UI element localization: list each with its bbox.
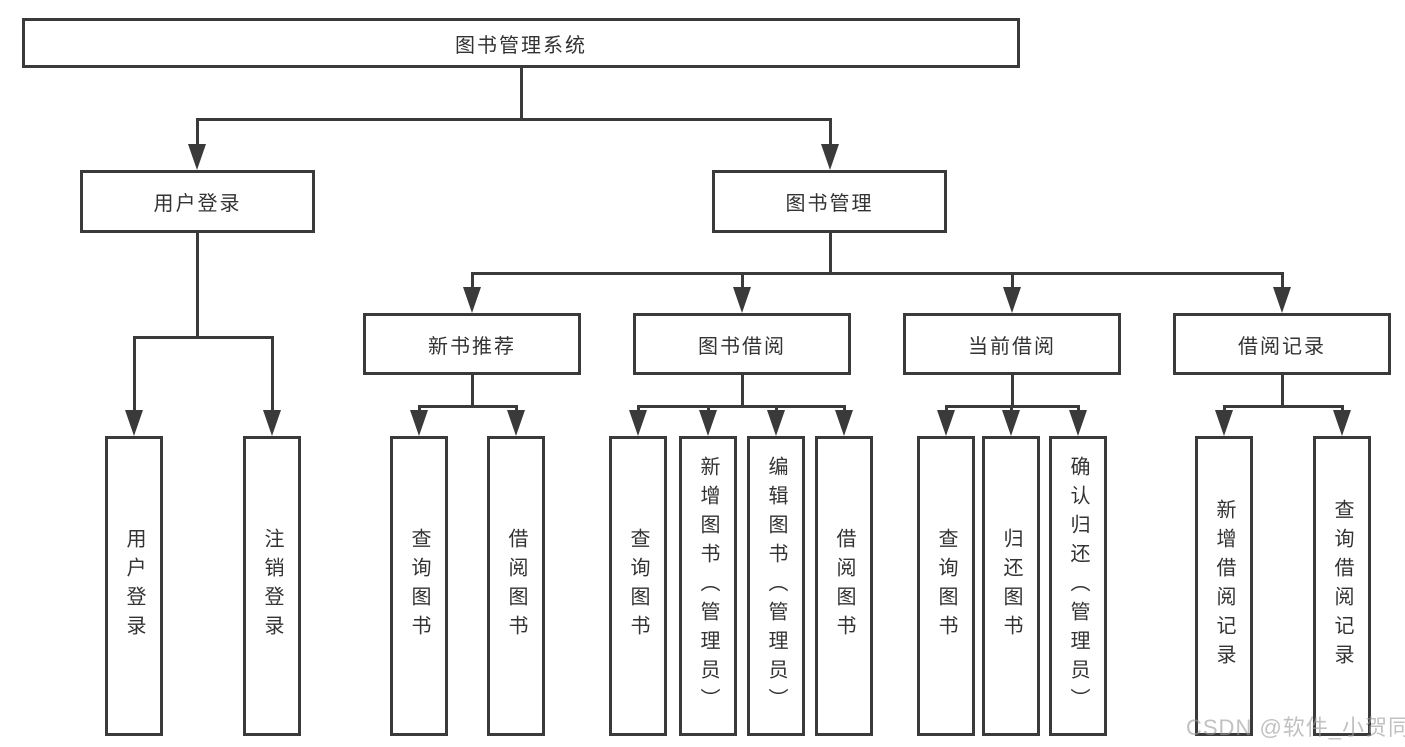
leaf-query-borrow-record: 查询借阅记录 [1313, 436, 1371, 736]
node-label: 查询借阅记录 [1331, 499, 1353, 673]
arrow-down-icon [821, 144, 839, 170]
node-library-management-system: 图书管理系统 [22, 18, 1020, 68]
connector-drop [1222, 405, 1226, 412]
node-label: 编辑图书（管理员） [765, 455, 787, 717]
connector-drop [132, 336, 136, 412]
arrow-down-icon [767, 410, 785, 436]
connector-drop [740, 272, 744, 289]
node-label: 新增图书（管理员） [697, 455, 719, 717]
connector-stem [519, 68, 523, 118]
arrow-down-icon [463, 287, 481, 313]
connector-drop [706, 405, 710, 412]
node-book-management: 图书管理 [712, 170, 947, 233]
leaf-return-books: 归还图书 [982, 436, 1040, 736]
arrow-down-icon [835, 410, 853, 436]
leaf-add-book-admin: 新增图书（管理员） [679, 436, 737, 736]
connector-drop [1340, 405, 1344, 412]
csdn-watermark: CSDN @软件_小贺同学 [1186, 715, 1405, 740]
connector-stem [1280, 375, 1284, 405]
arrow-down-icon [188, 144, 206, 170]
arrow-down-icon [937, 410, 955, 436]
connector-drop [195, 118, 199, 146]
arrow-down-icon [733, 287, 751, 313]
arrow-down-icon [410, 410, 428, 436]
leaf-query-books-recommend: 查询图书 [390, 436, 448, 736]
connector-drop [842, 405, 846, 412]
connector-stem [470, 375, 474, 405]
arrow-down-icon [507, 410, 525, 436]
connector-rail [417, 405, 518, 408]
connector-drop [1010, 272, 1014, 289]
connector-drop [1280, 272, 1284, 289]
node-label: 注销登录 [261, 528, 283, 644]
connector-drop [514, 405, 518, 412]
node-label: 当前借阅 [968, 335, 1056, 358]
leaf-user-login: 用户登录 [105, 436, 163, 736]
leaf-add-borrow-record: 新增借阅记录 [1195, 436, 1253, 736]
arrow-down-icon [263, 410, 281, 436]
leaf-logout-login: 注销登录 [243, 436, 301, 736]
node-new-book-recommendation: 新书推荐 [363, 313, 581, 375]
connector-drop [944, 405, 948, 412]
node-user-login: 用户登录 [80, 170, 315, 233]
connector-rail [1222, 405, 1344, 408]
node-label: 用户登录 [123, 528, 145, 644]
connector-drop [417, 405, 421, 412]
connector-stem [195, 233, 199, 336]
connector-drop [270, 336, 274, 412]
connector-rail [132, 336, 274, 339]
node-label: 图书管理 [785, 193, 874, 215]
leaf-query-books-borrow: 查询图书 [609, 436, 667, 736]
connector-rail [195, 118, 832, 121]
leaf-confirm-return-admin: 确认归还（管理员） [1049, 436, 1107, 736]
arrow-down-icon [125, 410, 143, 436]
arrow-down-icon [1002, 410, 1020, 436]
arrow-down-icon [629, 410, 647, 436]
leaf-borrow-books-recommend: 借阅图书 [487, 436, 545, 736]
connector-drop [1076, 405, 1080, 412]
node-label: 新书推荐 [428, 335, 516, 358]
node-label: 用户登录 [153, 193, 242, 215]
leaf-query-books-current: 查询图书 [917, 436, 975, 736]
node-label: 借阅图书 [833, 528, 855, 644]
node-label: 查询图书 [408, 528, 430, 644]
connector-drop [828, 118, 832, 146]
node-label: 查询图书 [935, 528, 957, 644]
node-label: 借阅图书 [505, 528, 527, 644]
arrow-down-icon [1333, 410, 1351, 436]
node-book-borrowing: 图书借阅 [633, 313, 851, 375]
node-label: 新增借阅记录 [1213, 499, 1235, 673]
node-label: 图书借阅 [698, 335, 786, 358]
connector-stem [740, 375, 744, 405]
connector-stem [828, 233, 832, 272]
connector-rail [470, 272, 1284, 275]
connector-drop [774, 405, 778, 412]
node-label: 归还图书 [1000, 528, 1022, 644]
connector-stem [1010, 375, 1014, 405]
node-label: 图书管理系统 [455, 34, 587, 57]
leaf-borrow-books-borrow: 借阅图书 [815, 436, 873, 736]
node-borrowing-records: 借阅记录 [1173, 313, 1391, 375]
arrow-down-icon [1003, 287, 1021, 313]
arrow-down-icon [1273, 287, 1291, 313]
leaf-edit-book-admin: 编辑图书（管理员） [747, 436, 805, 736]
arrow-down-icon [1069, 410, 1087, 436]
arrow-down-icon [699, 410, 717, 436]
arrow-down-icon [1215, 410, 1233, 436]
node-label: 查询图书 [627, 528, 649, 644]
connector-drop [636, 405, 640, 412]
connector-drop [470, 272, 474, 289]
node-label: 确认归还（管理员） [1067, 455, 1089, 717]
node-current-borrowing: 当前借阅 [903, 313, 1121, 375]
connector-drop [1009, 405, 1013, 412]
node-label: 借阅记录 [1238, 335, 1326, 358]
connector-rail [636, 405, 846, 408]
